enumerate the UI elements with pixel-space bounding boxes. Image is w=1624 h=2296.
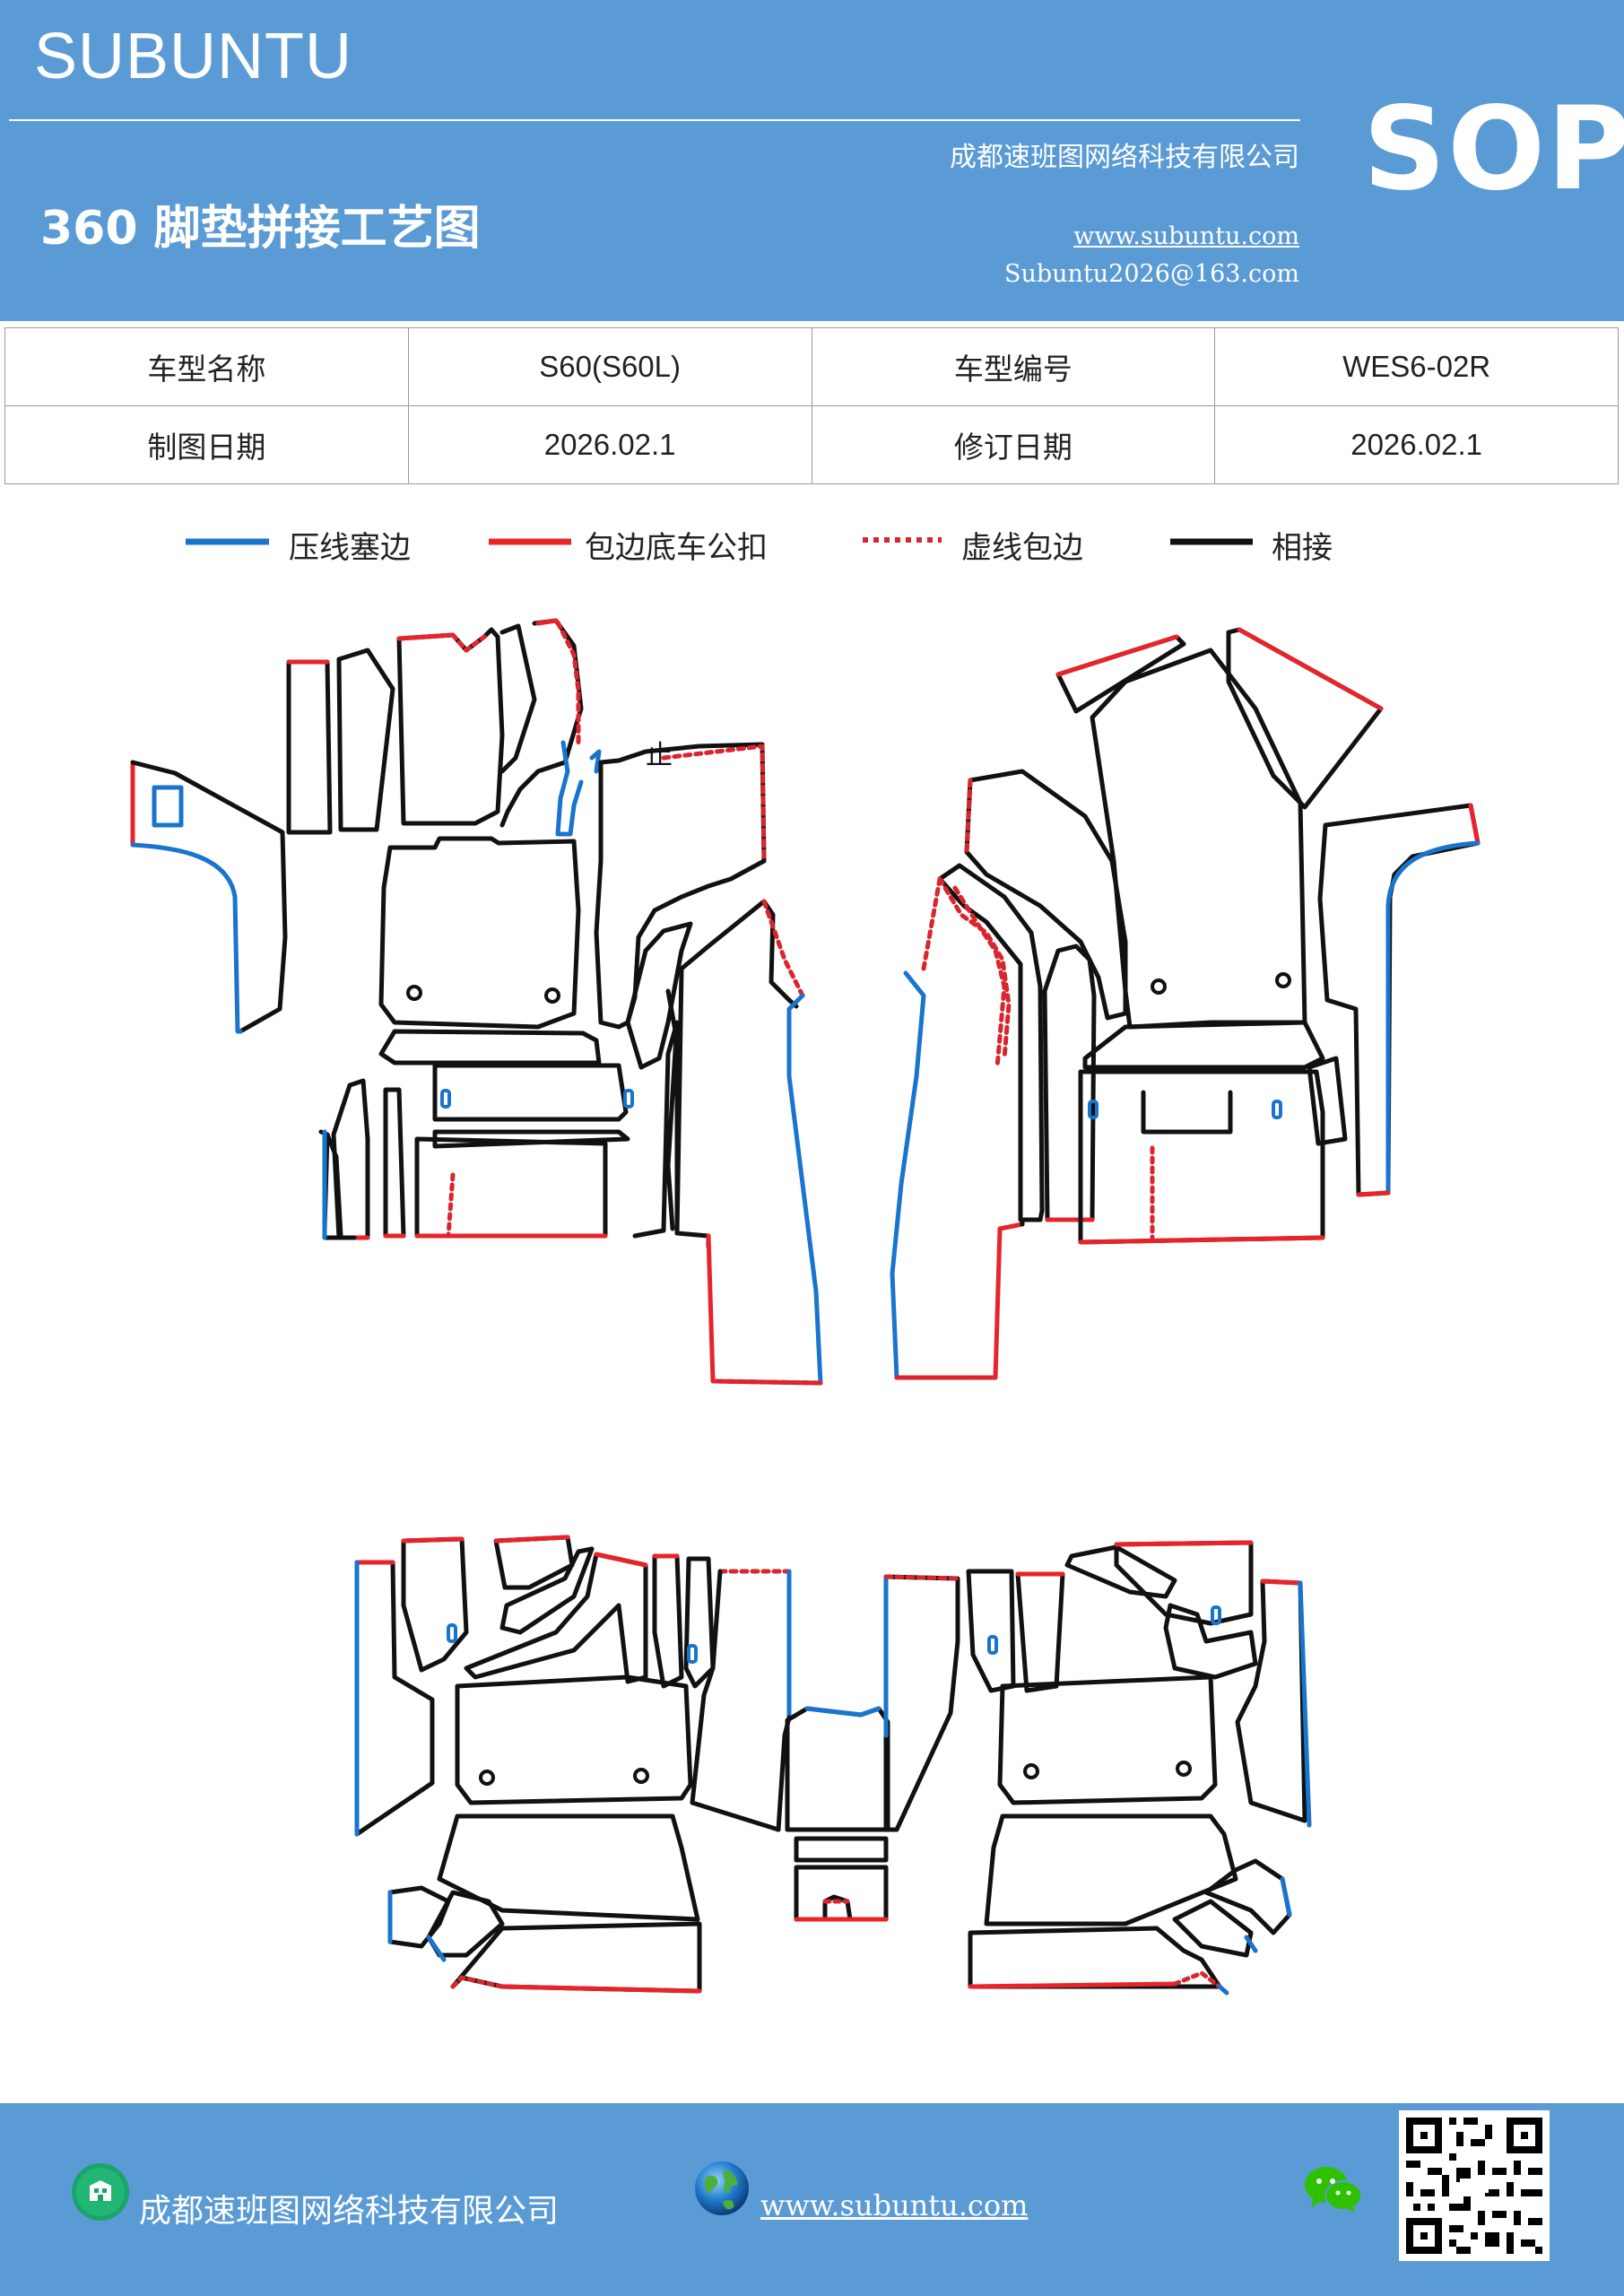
legend-label: 相接 — [1272, 530, 1333, 566]
footer-company: 成都速班图网络科技有限公司 — [139, 2193, 560, 2230]
front-right-mat — [890, 627, 1481, 1380]
legend-item-dotted: 虚线包边 — [863, 530, 1083, 566]
legend-item-black: 相接 — [1170, 530, 1333, 566]
vehicle-info-table: 车型名称 S60(S60L) 车型编号 WES6-02R 制图日期 2026.0… — [4, 327, 1619, 484]
sop-badge: SOP — [1363, 83, 1624, 216]
table-row: 制图日期 2026.02.1 修订日期 2026.02.1 — [4, 405, 1619, 484]
legend-label: 包边底车公扣 — [585, 530, 768, 566]
legend-item-blue: 压线塞边 — [186, 530, 411, 566]
model-code-label: 车型编号 — [811, 327, 1216, 406]
rear-mats — [354, 1535, 1312, 1996]
brand-name: SUBUNTU — [34, 21, 353, 92]
table-row: 车型名称 S60(S60L) 车型编号 WES6-02R — [4, 327, 1619, 406]
building-icon — [72, 2163, 129, 2221]
revise-date-label: 修订日期 — [811, 405, 1216, 484]
header-company: 成都速班图网络科技有限公司 — [950, 142, 1299, 173]
stop-mark: 止 — [646, 740, 673, 771]
model-name-label: 车型名称 — [4, 327, 409, 406]
floor-mat-diagram: 压线塞边 包边底车公扣 虚线包边 相接 — [130, 530, 1481, 1996]
legend-label: 虚线包边 — [961, 530, 1083, 566]
model-name-value: S60(S60L) — [407, 327, 812, 406]
revise-date-value: 2026.02.1 — [1214, 405, 1619, 484]
header-email: Subuntu2026@163.com — [1004, 260, 1299, 288]
globe-icon — [695, 2161, 749, 2215]
legend-label: 压线塞边 — [289, 530, 411, 566]
model-code-value: WES6-02R — [1214, 327, 1619, 406]
legend: 压线塞边 包边底车公扣 虚线包边 相接 — [186, 530, 1333, 566]
footer-website-link[interactable]: www.subuntu.com — [760, 2188, 1029, 2222]
draw-date-value: 2026.02.1 — [407, 405, 812, 484]
document-title: 360 脚垫拼接工艺图 — [40, 202, 481, 256]
wechat-icon[interactable] — [1302, 2163, 1365, 2217]
header-website-link[interactable]: www.subuntu.com — [1073, 222, 1299, 250]
legend-item-red: 包边底车公扣 — [489, 530, 768, 566]
header-divider — [9, 119, 1300, 121]
qr-code-icon — [1399, 2110, 1550, 2261]
front-left-mat: 止 — [130, 618, 823, 1386]
header-banner — [0, 0, 1624, 321]
draw-date-label: 制图日期 — [4, 405, 409, 484]
